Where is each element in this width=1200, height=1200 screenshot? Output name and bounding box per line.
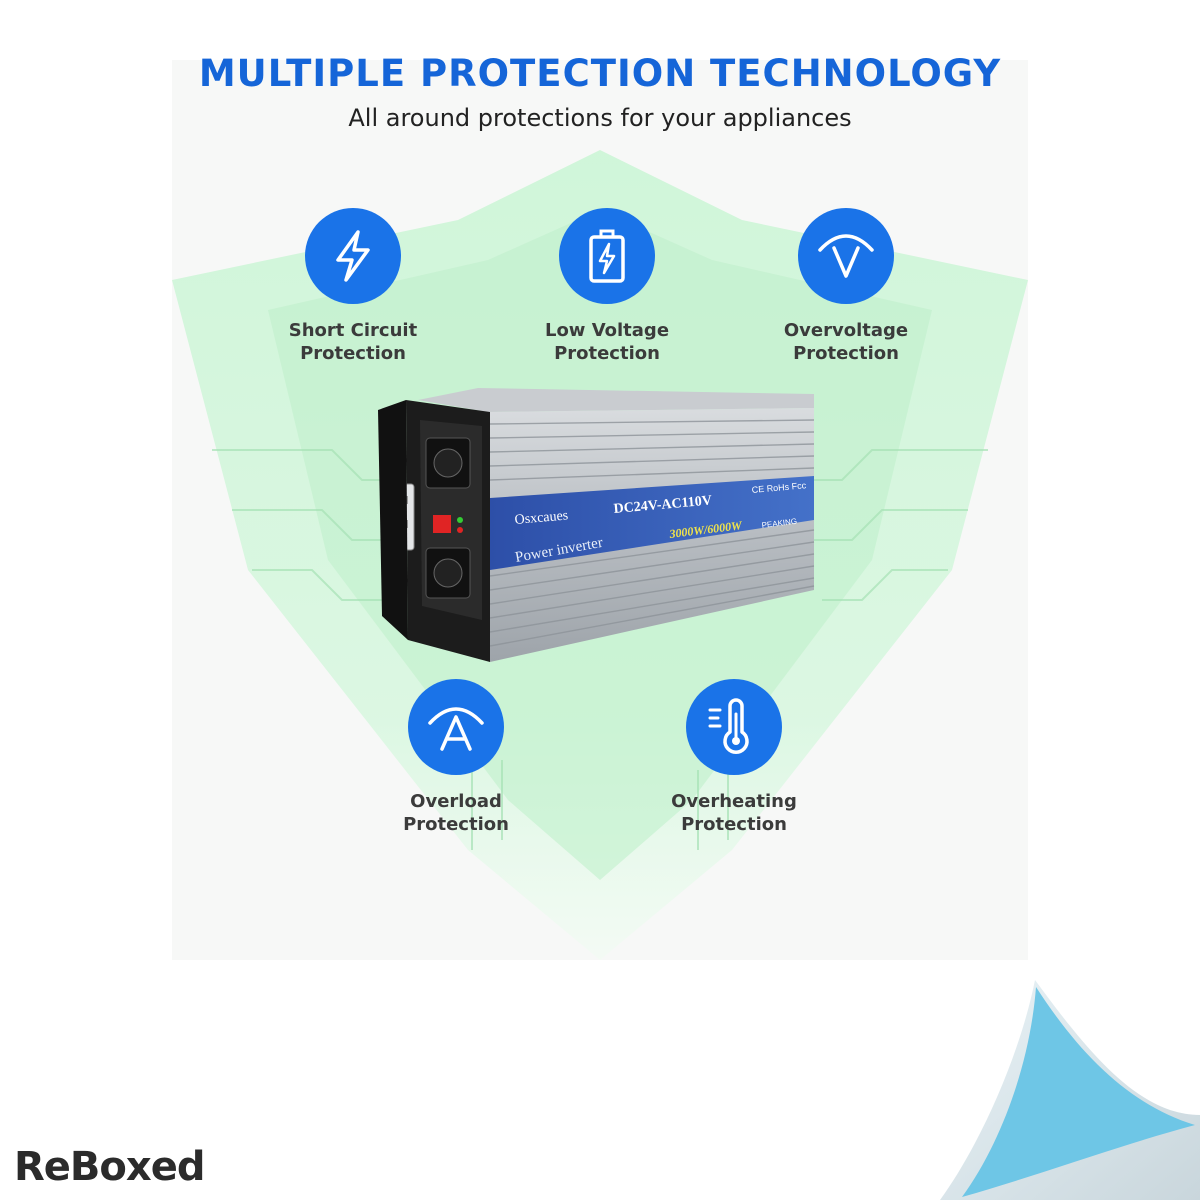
product-cert-text: CE RoHs Fcc	[751, 480, 807, 495]
page-title: MULTIPLE PROTECTION TECHNOLOGY	[198, 52, 1002, 95]
product-brand-text: Osxcaues	[514, 508, 569, 528]
feature-circle	[305, 208, 401, 304]
reboxed-logo: ReBoxed	[14, 1144, 205, 1190]
feature-circle	[559, 208, 655, 304]
page-subtitle: All around protections for your applianc…	[348, 104, 852, 132]
product-peaking-text: PEAKING	[761, 517, 797, 530]
lightning-icon	[336, 230, 370, 282]
overvoltage-icon	[818, 234, 874, 278]
page-curl-graphic	[940, 980, 1200, 1200]
thermometer-icon	[708, 698, 749, 754]
feature-circle	[408, 679, 504, 775]
power-inverter-image: DC24V-AC110V CE RoHs Fcc Osxcaues 3000W/…	[378, 388, 815, 662]
ampere-icon	[428, 707, 484, 751]
feature-circle	[798, 208, 894, 304]
feature-circle	[686, 679, 782, 775]
battery-icon	[589, 229, 625, 283]
